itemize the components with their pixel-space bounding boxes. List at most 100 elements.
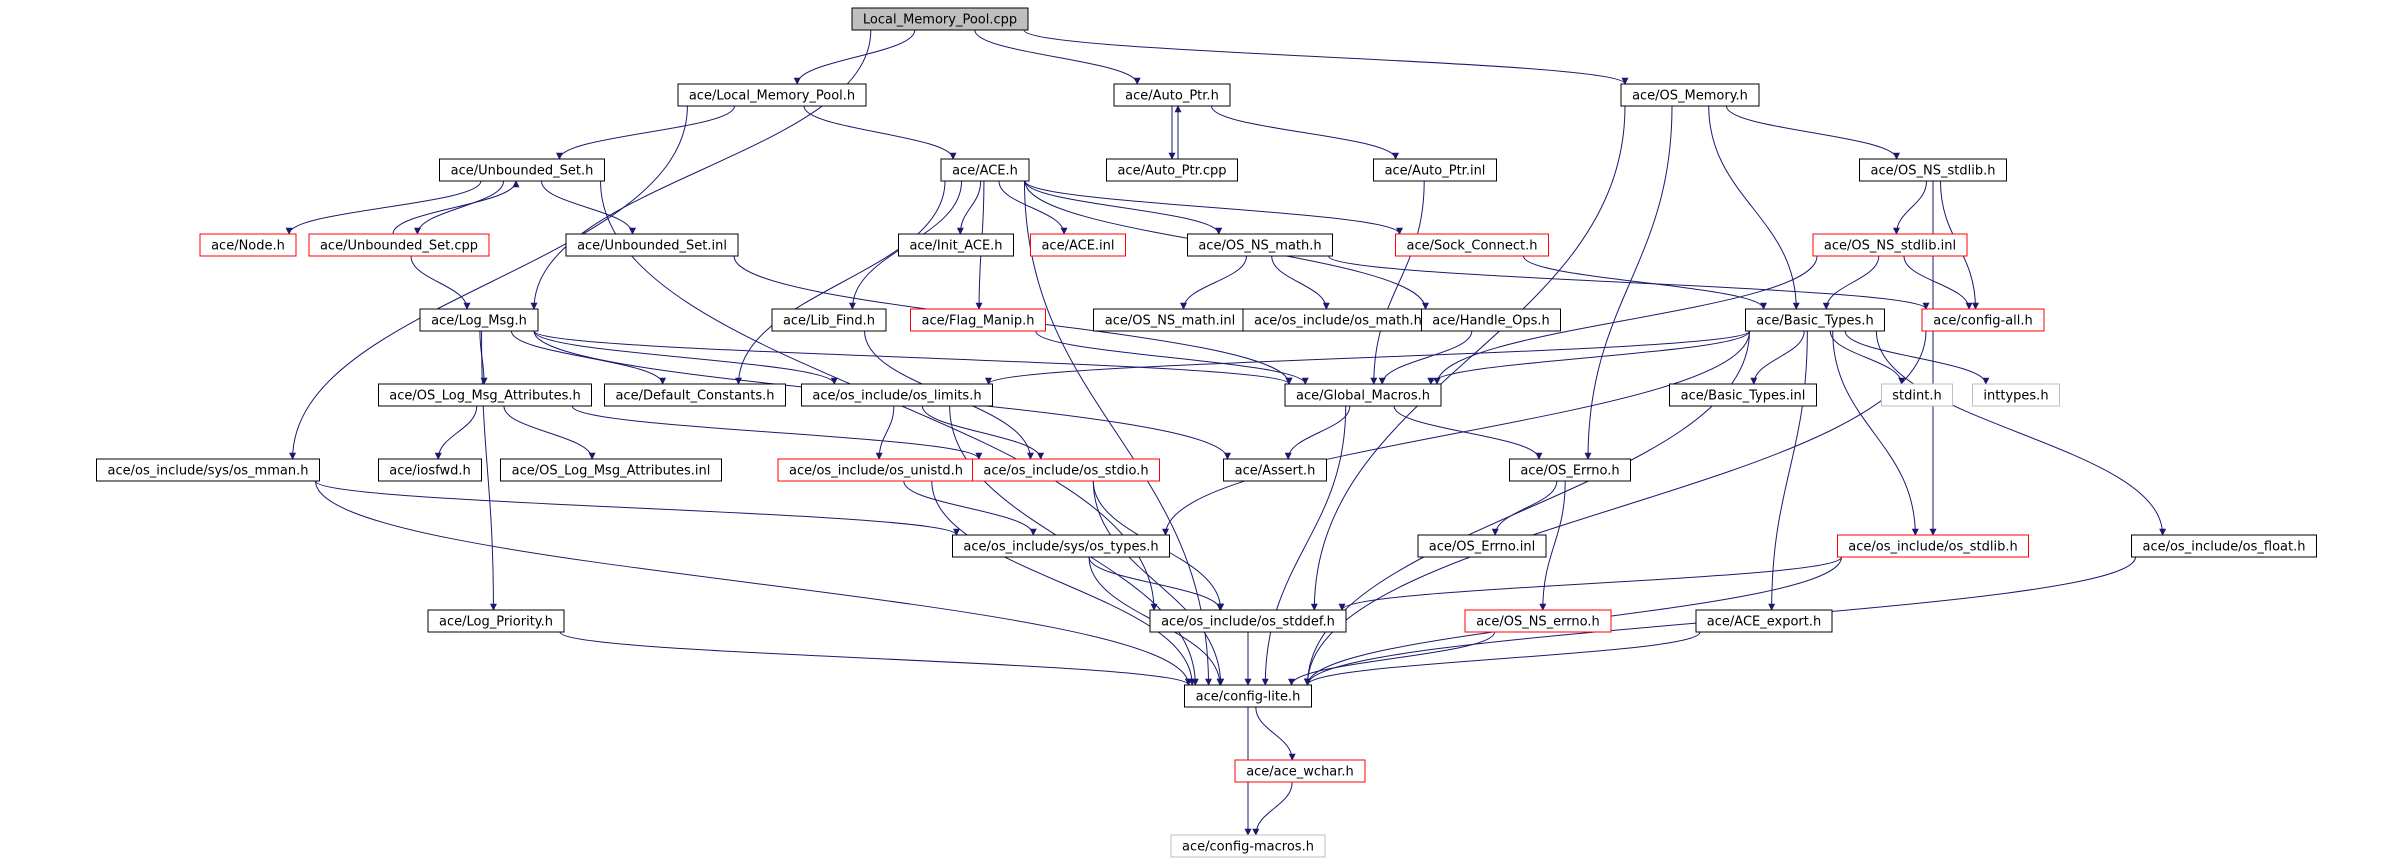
node-label: ace/Unbounded_Set.h [451,164,594,179]
edge-os_ns_stdlib_inl-to-basic_types_h [1822,255,1880,310]
node-unbounded-set-cpp[interactable]: ace/Unbounded_Set.cpp [308,233,490,257]
node-label: ace/ACE.h [952,164,1018,179]
edge-basic_types_h-to-os_types_h [1162,330,1750,536]
node-inttypes-h[interactable]: inttypes.h [1972,383,2060,407]
node-ace-wchar-h[interactable]: ace/ace_wchar.h [1234,759,1366,783]
node-os-float-h[interactable]: ace/os_include/os_float.h [2131,534,2317,558]
node-ace-h[interactable]: ace/ACE.h [940,158,1030,182]
edge-sock_connect_h-to-basic_types_h [1522,255,1767,310]
node-box [1464,609,1612,633]
edge-os_ns_stdlib_inl-to-config_all_h [1903,255,1973,310]
node-unbounded-set-inl[interactable]: ace/Unbounded_Set.inl [565,233,739,257]
node-flag-manip-h[interactable]: ace/Flag_Manip.h [910,308,1046,332]
node-os-ns-stdlib-h[interactable]: ace/OS_NS_stdlib.h [1859,158,2007,182]
edge-global_macros_h-to-config_lite_h [1261,405,1347,686]
node-lib-find-h[interactable]: ace/Lib_Find.h [771,308,887,332]
edge-ace_h-to-ace_inl [998,180,1068,235]
node-box [1921,308,2045,332]
node-auto-ptr-cpp[interactable]: ace/Auto_Ptr.cpp [1106,158,1238,182]
node-box [565,233,739,257]
edge-handle_ops_h-to-global_macros_h [1378,330,1473,385]
node-global-macros-h[interactable]: ace/Global_Macros.h [1284,383,1442,407]
node-label: ace/Auto_Ptr.h [1125,89,1219,104]
node-label: ace/Unbounded_Set.inl [577,239,727,254]
node-os-memory-h[interactable]: ace/OS_Memory.h [1620,83,1760,107]
node-unbounded-set-h[interactable]: ace/Unbounded_Set.h [439,158,605,182]
node-os-stdlib-h[interactable]: ace/os_include/os_stdlib.h [1837,534,2029,558]
node-log-priority-h[interactable]: ace/Log_Priority.h [427,609,565,633]
node-os-types-h[interactable]: ace/os_include/sys/os_types.h [952,534,1170,558]
node-os-errno-h[interactable]: ace/OS_Errno.h [1509,458,1631,482]
node-label: ace/config-macros.h [1182,840,1314,855]
node-label: ace/OS_Errno.inl [1429,540,1535,555]
node-stdint-h[interactable]: stdint.h [1881,383,1953,407]
node-label: ace/os_include/os_stdlib.h [1848,540,2017,555]
node-log-msg-h[interactable]: ace/Log_Msg.h [419,308,539,332]
node-config-lite-h[interactable]: ace/config-lite.h [1184,684,1312,708]
node-os-errno-inl[interactable]: ace/OS_Errno.inl [1417,534,1547,558]
node-label: ace/config-lite.h [1196,690,1301,705]
nodes-layer: Local_Memory_Pool.cpp ace/Local_Memory_Po… [96,7,2317,858]
node-os-log-msg-attr-inl[interactable]: ace/OS_Log_Msg_Attributes.inl [500,458,722,482]
edge-basic_types_h-to-os_stdlib_h [1832,330,1919,536]
node-box [910,308,1046,332]
node-lmp-h[interactable]: ace/Local_Memory_Pool.h [677,83,867,107]
edge-os_errno_h-to-os_errno_inl [1491,480,1558,536]
edge-os_stdio_h-to-config_lite_h [1092,480,1225,686]
node-box [851,7,1029,31]
node-ace-inl[interactable]: ace/ACE.inl [1030,233,1126,257]
node-box [1234,759,1366,783]
node-os-ns-math-h[interactable]: ace/OS_NS_math.h [1187,233,1333,257]
node-box [1284,383,1442,407]
node-os-stdio-h[interactable]: ace/os_include/os_stdio.h [972,458,1160,482]
node-basic-types-inl[interactable]: ace/Basic_Types.inl [1669,383,1817,407]
node-basic-types-h[interactable]: ace/Basic_Types.h [1745,308,1885,332]
node-os-limits-h[interactable]: ace/os_include/os_limits.h [801,383,993,407]
node-sock-connect-h[interactable]: ace/Sock_Connect.h [1395,233,1549,257]
node-box [677,83,867,107]
node-handle-ops-h[interactable]: ace/Handle_Ops.h [1421,308,1561,332]
node-auto-ptr-inl[interactable]: ace/Auto_Ptr.inl [1373,158,1497,182]
node-box [378,383,592,407]
node-os-ns-stdlib-inl[interactable]: ace/OS_NS_stdlib.inl [1812,233,1968,257]
node-os-unistd-h[interactable]: ace/os_include/os_unistd.h [777,458,975,482]
node-label: ace/Auto_Ptr.inl [1385,164,1486,179]
edge-unbounded_set_cpp-to-unbounded_set_h [392,180,520,235]
edge-flag_manip_h-to-global_macros_h [1035,330,1309,385]
node-default-constants-h[interactable]: ace/Default_Constants.h [604,383,786,407]
node-os-ns-math-inl[interactable]: ace/OS_NS_math.inl [1093,308,1247,332]
node-ace-export-h[interactable]: ace/ACE_export.h [1695,609,1833,633]
node-label: ace/Global_Macros.h [1296,389,1430,404]
node-box [1972,383,2060,407]
node-init-ace-h[interactable]: ace/Init_ACE.h [898,233,1014,257]
node-node-h[interactable]: ace/Node.h [199,233,297,257]
node-auto-ptr-h[interactable]: ace/Auto_Ptr.h [1113,83,1231,107]
node-box [1223,458,1327,482]
node-box [439,158,605,182]
node-os-log-msg-attr-h[interactable]: ace/OS_Log_Msg_Attributes.h [378,383,592,407]
node-config-all-h[interactable]: ace/config-all.h [1921,308,2045,332]
node-assert-h[interactable]: ace/Assert.h [1223,458,1327,482]
node-box [940,158,1030,182]
node-label: ace/Auto_Ptr.cpp [1117,164,1226,179]
node-lmp-cpp[interactable]: Local_Memory_Pool.cpp [851,7,1029,31]
node-label: ace/Init_ACE.h [909,239,1002,254]
node-os-stddef-h[interactable]: ace/os_include/os_stddef.h [1149,609,1347,633]
edge-basic_types_h-to-ace_export_h [1768,330,1808,611]
node-label: ace/Local_Memory_Pool.h [689,89,855,104]
node-config-macros-h[interactable]: ace/config-macros.h [1170,834,1326,858]
node-box [500,458,722,482]
edge-os_unistd_h-to-config_lite_h [931,480,1196,686]
node-box [1149,609,1347,633]
edge-unbounded_set_h-to-node_h [285,180,482,235]
node-label: ace/OS_Memory.h [1632,89,1748,104]
node-label: ace/Node.h [211,239,285,254]
node-os-mman-h[interactable]: ace/os_include/sys/os_mman.h [96,458,320,482]
node-os-ns-errno-h[interactable]: ace/OS_NS_errno.h [1464,609,1612,633]
node-label: inttypes.h [1983,389,2048,404]
node-box [1620,83,1760,107]
node-box [898,233,1014,257]
node-os-math-h[interactable]: ace/os_include/os_math.h [1242,308,1434,332]
node-iosfwd-h[interactable]: ace/iosfwd.h [378,458,482,482]
node-label: ace/OS_NS_errno.h [1476,615,1600,630]
